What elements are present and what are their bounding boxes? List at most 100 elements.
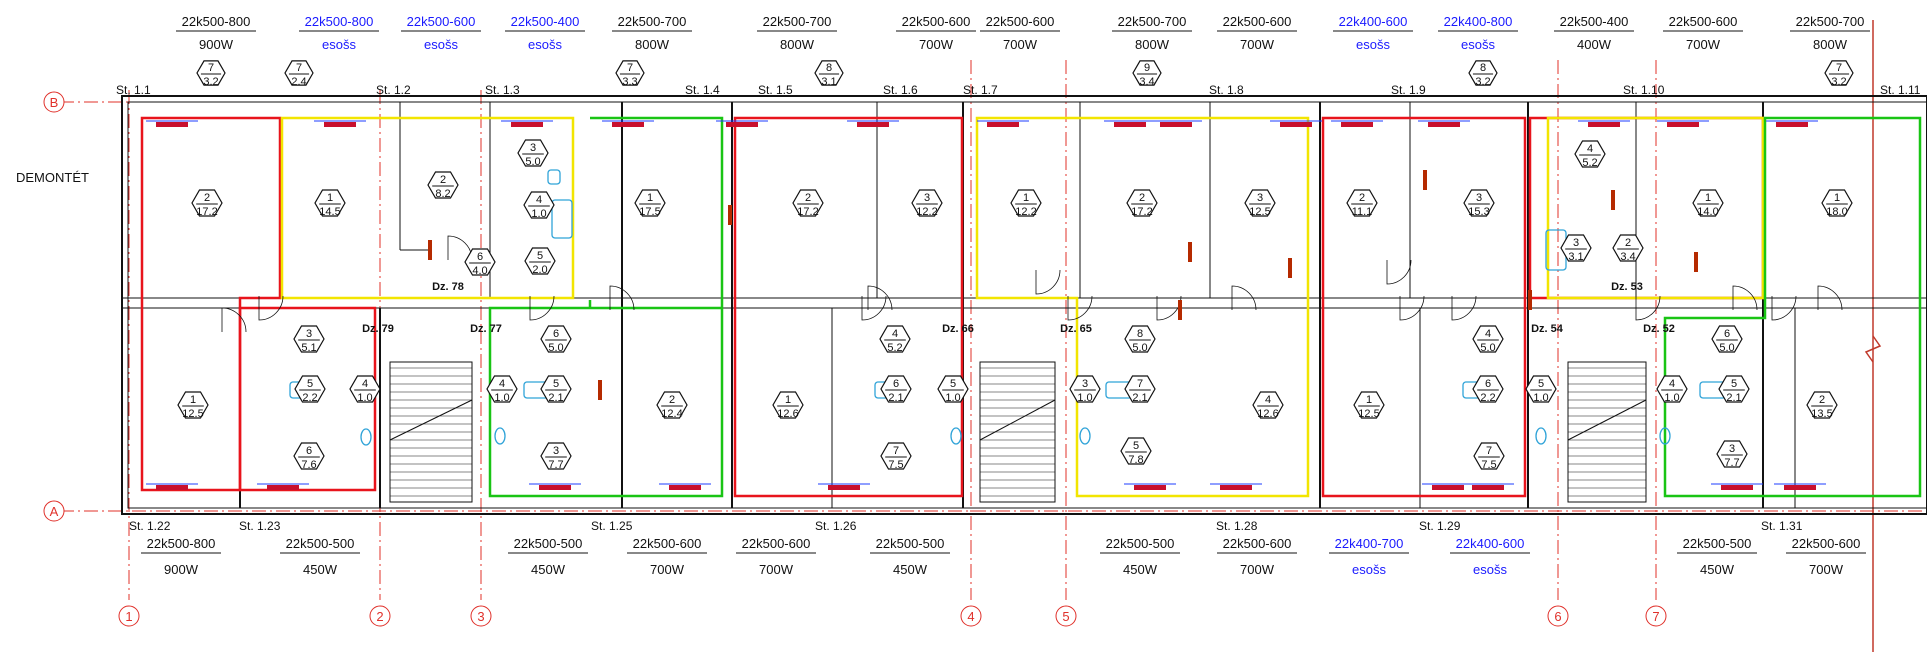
door-swings (221, 170, 1843, 400)
room-number: 5 (950, 378, 956, 390)
radiator-power: 450W (1123, 562, 1158, 577)
room-area: 5.0 (1132, 342, 1147, 354)
axis-bubble-row-A: A (43, 500, 65, 522)
hexagon-marker (464, 248, 496, 276)
stair-treads (389, 367, 1647, 497)
hexagon-marker (1010, 189, 1042, 217)
radiator (1667, 122, 1699, 127)
wc-fixture (1079, 427, 1091, 445)
radiator (1432, 485, 1464, 490)
room-number: 4 (1265, 394, 1271, 406)
radiator-power: 700W (919, 37, 954, 52)
radiator (1776, 122, 1808, 127)
hexagon-marker (1463, 189, 1495, 217)
room-area: 17.2 (797, 206, 818, 218)
room-tag: 31.0 (1069, 375, 1101, 404)
room-tag: 64.0 (464, 248, 496, 277)
room-tag: 213.5 (1806, 391, 1838, 420)
radiator-power: 800W (635, 37, 670, 52)
room-number: 2 (1625, 237, 1631, 249)
radiator-power: esošs (424, 37, 458, 52)
apartment-label: Dz. 53 (1611, 281, 1643, 293)
room-area: 5.0 (1480, 342, 1495, 354)
room-tag: 52.1 (1718, 375, 1750, 404)
room-tag: 28.2 (427, 171, 459, 200)
radiator (1428, 122, 1460, 127)
room-number: 2 (669, 394, 675, 406)
hexagon-marker (1252, 391, 1284, 419)
axis-label: B (50, 95, 59, 110)
radiator (324, 122, 356, 127)
hexagon-marker (1126, 189, 1158, 217)
room-area: 3.4 (1139, 76, 1154, 88)
room-area: 13.5 (1811, 408, 1832, 420)
room-area: 12.2 (916, 206, 937, 218)
hexagon-marker (540, 325, 572, 353)
hexagon-marker (880, 375, 912, 403)
radiator-type: 22k500-500 (1683, 536, 1752, 551)
room-number: 5 (553, 378, 559, 390)
room-area: 7.7 (548, 459, 563, 471)
room-tag: 62.2 (1472, 375, 1504, 404)
riser-label-top: St. 1.6 (883, 83, 918, 97)
radiator (1341, 122, 1373, 127)
room-tag: 114.0 (1692, 189, 1724, 218)
room-number: 6 (1724, 328, 1730, 340)
door-swing (1067, 295, 1093, 321)
radiator-type: 22k500-600 (633, 536, 702, 551)
radiator-power: 700W (1240, 37, 1275, 52)
hexagon-marker (1353, 391, 1385, 419)
room-area: 1.0 (494, 392, 509, 404)
hexagon-marker (540, 442, 572, 470)
room-number: 9 (1144, 62, 1150, 74)
axis-label: A (50, 504, 59, 519)
room-number: 4 (362, 378, 368, 390)
room-number: 8 (1137, 328, 1143, 340)
hexagon-marker (772, 391, 804, 419)
radiator-type: 22k500-800 (182, 14, 251, 29)
hexagon-marker (656, 391, 688, 419)
room-number: 3 (924, 192, 930, 204)
radiator (987, 122, 1019, 127)
room-tag: 72.1 (1124, 375, 1156, 404)
radiator-power: esošs (1356, 37, 1390, 52)
room-tag: 35.0 (517, 139, 549, 168)
hexagon-marker (1560, 234, 1592, 262)
radiator (1472, 485, 1504, 490)
radiator-type: 22k500-600 (986, 14, 1055, 29)
apartment-label: Dz. 66 (942, 323, 974, 335)
riser-label-bottom: St. 1.23 (239, 519, 281, 533)
room-area: 5.0 (548, 342, 563, 354)
hexagon-marker (314, 189, 346, 217)
wc-fixture (360, 428, 372, 446)
axis-bubble-col (1055, 605, 1077, 627)
radiator-type: 22k500-600 (1669, 14, 1738, 29)
room-area: 3.3 (622, 76, 637, 88)
door-swing (1451, 295, 1477, 321)
room-tag: 412.6 (1252, 391, 1284, 420)
room-tag: 212.4 (656, 391, 688, 420)
room-tag: 112.5 (177, 391, 209, 420)
room-tag: 52.0 (524, 247, 556, 276)
radiator-type: 22k500-700 (1118, 14, 1187, 29)
room-area: 3.2 (1475, 76, 1490, 88)
hexagon-marker (814, 60, 844, 86)
room-area: 17.5 (639, 206, 660, 218)
radiator (1220, 485, 1252, 490)
radiator-type: 22k500-700 (1796, 14, 1865, 29)
room-number: 7 (627, 62, 633, 74)
room-area: 15.3 (1468, 206, 1489, 218)
room-tag: 217.2 (191, 189, 223, 218)
room-area: 2.2 (1480, 392, 1495, 404)
room-tag: 45.2 (879, 325, 911, 354)
room-tag: 67.6 (293, 442, 325, 471)
radiator-type: 22k500-400 (511, 14, 580, 29)
room-tag: 65.0 (540, 325, 572, 354)
room-tag: 52.2 (294, 375, 326, 404)
room-number: 1 (785, 394, 791, 406)
hexagon-marker (1711, 325, 1743, 353)
riser-label-top: St. 1.11 (1880, 83, 1921, 97)
radiator-type: 22k500-600 (407, 14, 476, 29)
hexagon-marker (293, 325, 325, 353)
